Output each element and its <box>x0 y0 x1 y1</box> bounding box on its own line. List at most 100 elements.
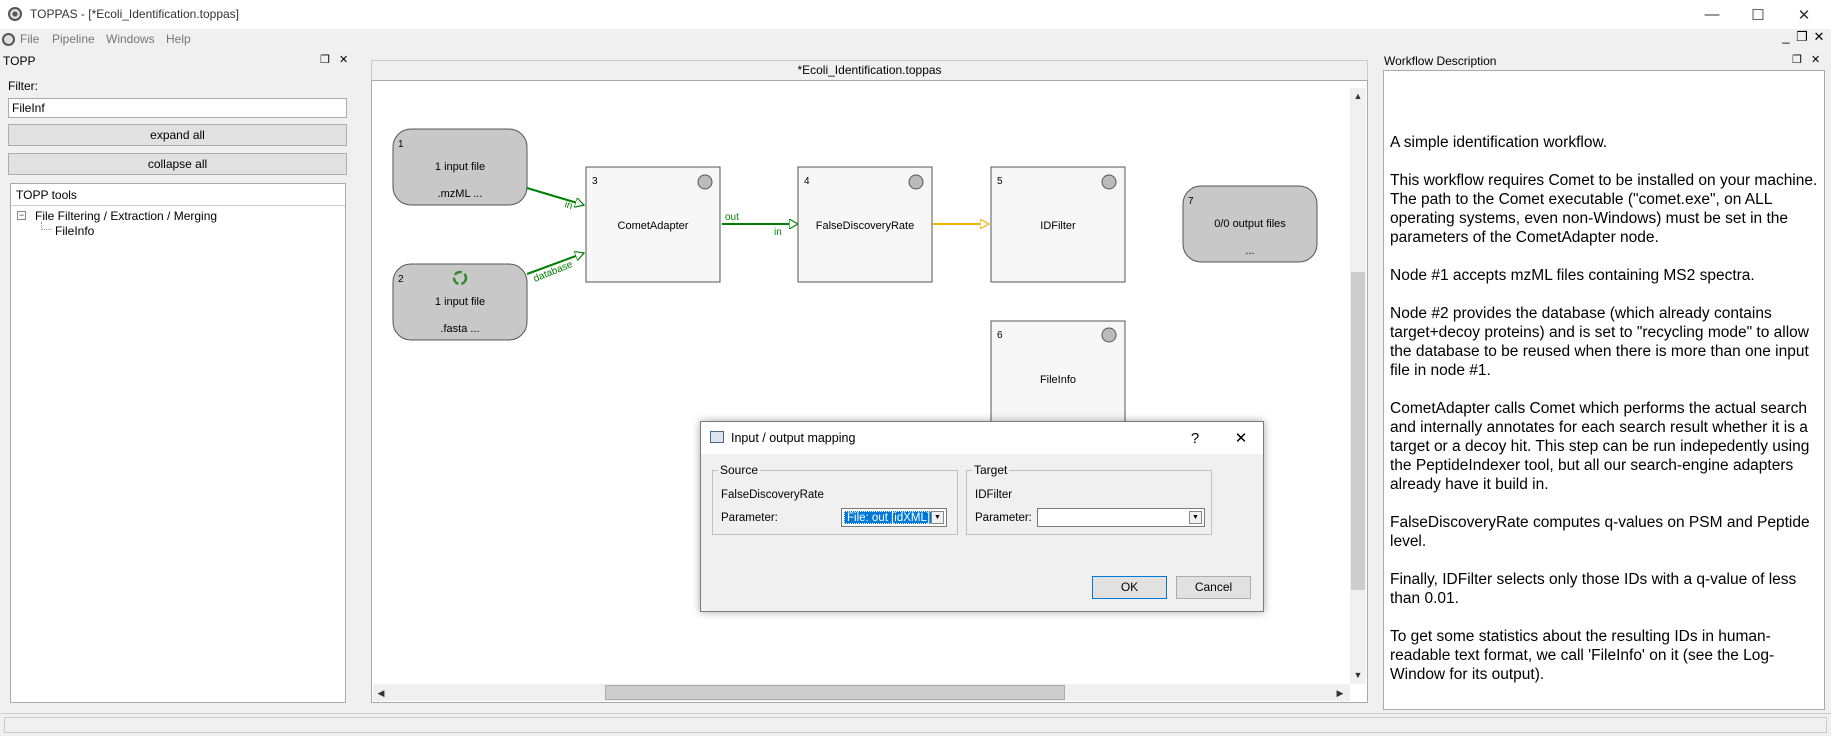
scroll-left-icon[interactable]: ◀ <box>377 688 385 698</box>
node-7-output[interactable]: 7 0/0 output files ... <box>1182 185 1318 263</box>
maximize-button[interactable]: ☐ <box>1751 6 1765 24</box>
node-2-line2: .fasta ... <box>440 323 479 335</box>
edge-label-in-2: in <box>774 227 782 238</box>
dialog-close-button[interactable]: ✕ <box>1234 430 1248 447</box>
node-3-tool[interactable]: 3 CometAdapter <box>585 166 721 283</box>
mdi-minimize-button[interactable]: _ <box>1782 29 1790 44</box>
cancel-button[interactable]: Cancel <box>1176 576 1251 599</box>
description-close-icon[interactable]: ✕ <box>1811 54 1821 66</box>
node-6-label: FileInfo <box>1040 374 1076 386</box>
dialog-titlebar: Input / output mapping ? ✕ <box>701 422 1263 454</box>
node-5-tool[interactable]: 5 IDFilter <box>990 166 1126 283</box>
menu-file[interactable]: File <box>20 32 40 46</box>
canvas-horizontal-scroll-thumb[interactable] <box>605 685 1065 700</box>
node-1-id: 1 <box>398 139 404 150</box>
menu-pipeline[interactable]: Pipeline <box>52 32 95 46</box>
node-3-id: 3 <box>592 176 598 187</box>
mdi-restore-button[interactable]: ❐ <box>1796 29 1808 44</box>
desc-paragraph: This workflow requires Comet to be insta… <box>1390 172 1818 246</box>
node-6-id: 6 <box>997 330 1003 341</box>
filter-input[interactable] <box>8 98 347 118</box>
topp-tools-tree[interactable]: TOPP tools − File Filtering / Extraction… <box>10 183 346 703</box>
node-1-line1: 1 input file <box>435 161 485 173</box>
source-parameter-value: File: out [idXML] <box>844 511 934 524</box>
menu-help[interactable]: Help <box>166 32 191 46</box>
dock-close-icon[interactable]: ✕ <box>339 54 349 66</box>
edge-label-database: database <box>532 259 575 285</box>
description-float-icon[interactable]: ❐ <box>1792 54 1802 66</box>
desc-paragraph: A simple identification workflow. <box>1390 134 1608 151</box>
topp-dock-title: TOPP <box>3 54 36 68</box>
target-node-name: IDFilter <box>975 489 1013 501</box>
edge-1-3[interactable] <box>526 187 584 205</box>
scroll-down-icon[interactable]: ▼ <box>1353 670 1363 680</box>
desc-paragraph: To get some statistics about the resulti… <box>1390 628 1775 683</box>
target-parameter-select[interactable]: ▼ <box>1037 508 1205 527</box>
node-1-input[interactable]: 1 1 input file .mzML ... <box>392 128 528 206</box>
node-2-line1: 1 input file <box>435 296 485 308</box>
edge-label-in-1: in <box>563 199 574 212</box>
node-4-tool[interactable]: 4 FalseDiscoveryRate <box>797 166 933 283</box>
status-indicator-icon <box>1101 174 1117 190</box>
collapse-all-button[interactable]: collapse all <box>8 153 347 175</box>
filter-label: Filter: <box>8 79 38 93</box>
target-parameter-label: Parameter: <box>975 512 1032 524</box>
scroll-up-icon[interactable]: ▲ <box>1353 91 1363 101</box>
ok-button[interactable]: OK <box>1092 576 1167 599</box>
node-7-line2: ... <box>1245 245 1254 257</box>
node-3-label: CometAdapter <box>618 220 689 232</box>
workflow-tab[interactable]: *Ecoli_Identification.toppas <box>371 60 1368 80</box>
expand-all-button[interactable]: expand all <box>8 124 347 146</box>
dialog-icon <box>710 431 724 443</box>
help-button[interactable]: ? <box>1190 429 1200 447</box>
tree-item-fileinfo[interactable]: FileInfo <box>55 224 95 238</box>
tree-connector <box>41 222 51 230</box>
menu-bar: File Pipeline Windows Help <box>0 29 1831 50</box>
workflow-description-text[interactable]: A simple identification workflow. This w… <box>1383 70 1825 710</box>
desc-paragraph: Node #2 provides the database (which alr… <box>1390 305 1809 379</box>
source-parameter-select[interactable]: File: out [idXML] ▼ <box>841 508 947 527</box>
source-node-name: FalseDiscoveryRate <box>721 489 824 501</box>
node-4-label: FalseDiscoveryRate <box>816 220 914 232</box>
chevron-down-icon: ▼ <box>1189 511 1202 524</box>
node-2-input[interactable]: 2 1 input file .fasta ... <box>392 263 528 341</box>
close-button[interactable]: ✕ <box>1797 6 1811 24</box>
target-group: Target IDFilter Parameter: ▼ <box>966 463 1212 535</box>
desc-paragraph: FalseDiscoveryRate computes q-values on … <box>1390 514 1810 550</box>
node-7-line1: 0/0 output files <box>1214 218 1286 230</box>
node-7-id: 7 <box>1188 196 1194 207</box>
scroll-right-icon[interactable]: ▶ <box>1336 688 1344 698</box>
minimize-button[interactable]: — <box>1704 6 1720 23</box>
node-5-label: IDFilter <box>1040 220 1076 232</box>
document-icon[interactable] <box>2 33 15 46</box>
source-group: Source FalseDiscoveryRate Parameter: Fil… <box>712 463 958 535</box>
node-1-line2: .mzML ... <box>438 188 483 200</box>
status-indicator-icon <box>697 174 713 190</box>
desc-paragraph: CometAdapter calls Comet which performs … <box>1390 400 1810 493</box>
window-titlebar: TOPPAS - [*Ecoli_Identification.toppas] … <box>0 0 1831 29</box>
mdi-close-button[interactable]: ✕ <box>1813 29 1825 44</box>
edge-label-out: out <box>725 212 739 223</box>
node-2-id: 2 <box>398 274 404 285</box>
desc-paragraph: Node #1 accepts mzML files containing MS… <box>1390 267 1755 284</box>
desc-paragraph: Finally, IDFilter selects only those IDs… <box>1390 571 1797 607</box>
node-6-tool[interactable]: 6 FileInfo <box>990 320 1126 437</box>
node-4-id: 4 <box>804 176 810 187</box>
recycle-icon <box>452 270 468 286</box>
tree-header: TOPP tools <box>11 184 345 206</box>
canvas-vertical-scroll-thumb[interactable] <box>1351 272 1365 590</box>
status-indicator-icon <box>1101 327 1117 343</box>
status-bar-field <box>4 717 1827 733</box>
dock-float-icon[interactable]: ❐ <box>320 54 330 66</box>
tree-category[interactable]: File Filtering / Extraction / Merging <box>35 209 218 223</box>
edge-2-3[interactable] <box>526 253 584 275</box>
source-parameter-label: Parameter: <box>721 512 778 524</box>
chevron-down-icon: ▼ <box>931 511 944 524</box>
collapse-icon[interactable]: − <box>17 210 26 220</box>
node-5-id: 5 <box>997 176 1003 187</box>
dialog-title: Input / output mapping <box>731 431 856 445</box>
app-icon <box>8 7 22 21</box>
status-indicator-icon <box>908 174 924 190</box>
status-bar <box>0 713 1831 736</box>
menu-windows[interactable]: Windows <box>106 32 155 46</box>
